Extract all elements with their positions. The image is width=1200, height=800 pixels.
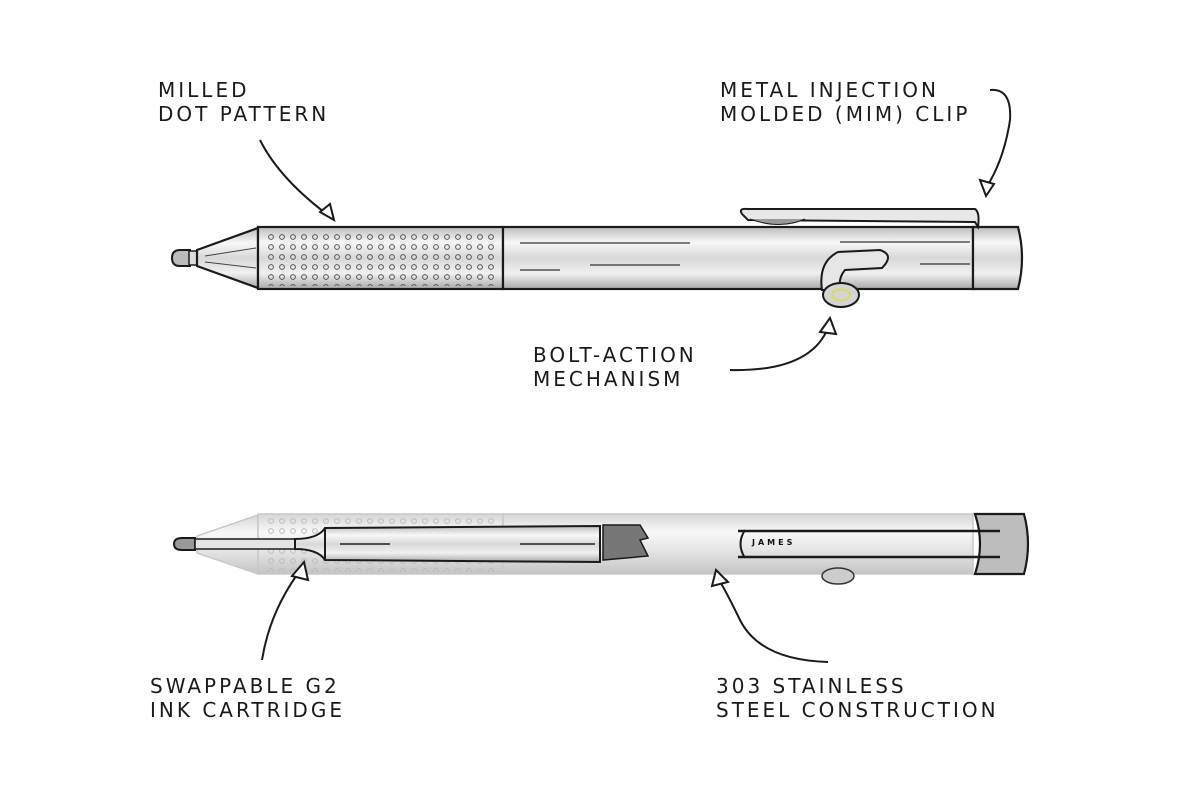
callout-line: MILLED <box>158 78 250 102</box>
pen-cap <box>971 225 1024 291</box>
mim-clip <box>739 207 980 230</box>
callout-line: 303 STAINLESS <box>716 674 907 698</box>
callout-line: METAL INJECTION <box>720 78 939 102</box>
pen-tip <box>170 249 191 267</box>
arrow-mim-clip <box>985 88 1012 189</box>
arrow-steel <box>717 577 829 663</box>
callout-bolt-action: BOLT-ACTION MECHANISM <box>533 343 697 391</box>
callout-dot-pattern: MILLED DOT PATTERN <box>158 78 329 126</box>
callout-line: SWAPPABLE G2 <box>150 674 340 698</box>
callout-line: BOLT-ACTION <box>533 343 697 367</box>
brand-mark: JAMES <box>752 538 796 547</box>
pen-barrel <box>501 225 975 291</box>
callout-mim-clip: METAL INJECTION MOLDED (MIM) CLIP <box>720 78 970 126</box>
bolt-handle <box>820 248 889 291</box>
ink-cartridge <box>172 537 196 551</box>
bolt-knob <box>822 282 860 308</box>
callout-line: MOLDED (MIM) CLIP <box>720 102 971 126</box>
callout-line: DOT PATTERN <box>158 102 330 126</box>
arrow-bolt-action <box>729 327 829 372</box>
callout-line: MECHANISM <box>533 367 684 391</box>
callout-steel: 303 STAINLESS STEEL CONSTRUCTION <box>716 674 999 722</box>
callout-ink-cartridge: SWAPPABLE G2 INK CARTRIDGE <box>150 674 345 722</box>
pen-cap-bottom <box>973 512 1030 576</box>
pen-bottom <box>172 512 1030 585</box>
callout-arrows <box>259 88 1012 663</box>
callout-line: STEEL CONSTRUCTION <box>716 698 999 722</box>
clip-band <box>738 529 1000 559</box>
callout-line: INK CARTRIDGE <box>150 698 345 722</box>
arrow-ink-cartridge <box>261 567 303 661</box>
pen-top <box>170 207 1024 308</box>
arrow-dot-pattern <box>259 139 333 219</box>
pen-cone <box>195 226 260 290</box>
